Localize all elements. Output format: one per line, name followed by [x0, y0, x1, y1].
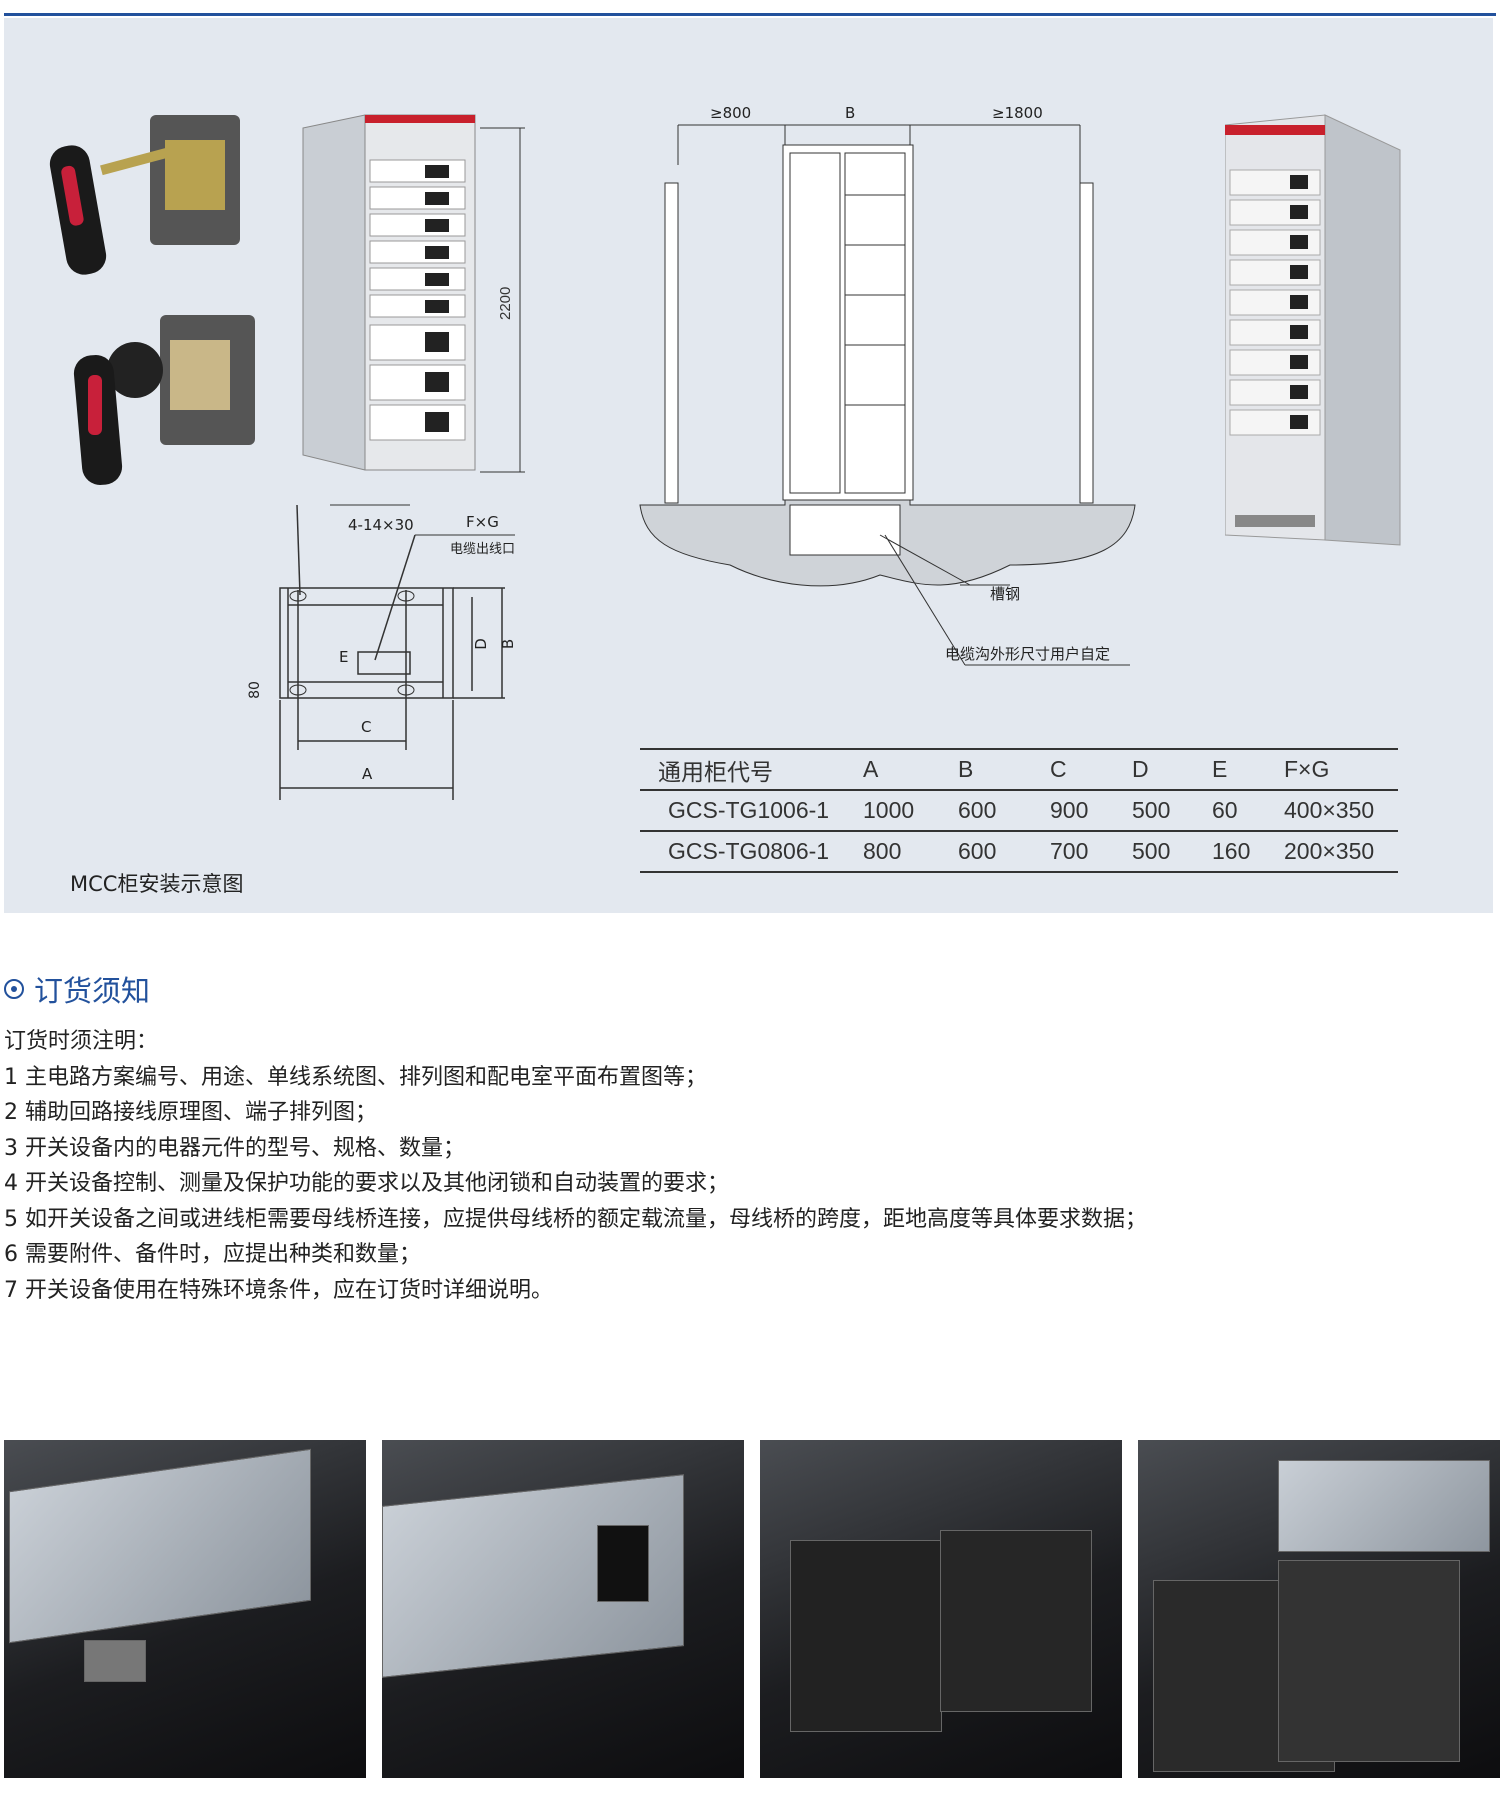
drawer-unit-photo-4	[1138, 1440, 1500, 1778]
base-plan-diagram	[279, 504, 515, 800]
cell: 160	[1212, 838, 1251, 864]
left-clearance-label: ≥800	[710, 104, 752, 122]
mcc-cabinet-perspective-image	[1225, 114, 1401, 546]
drawer-unit-photo-2	[382, 1440, 744, 1778]
cell: GCS-TG0806-1	[668, 838, 830, 864]
svg-text:2200: 2200	[497, 287, 514, 320]
cell: 400×350	[1284, 797, 1375, 823]
list-item: 6 需要附件、备件时，应提出种类和数量；	[4, 1242, 421, 1267]
dim-d-label: D	[471, 638, 490, 650]
right-clearance-label: ≥1800	[992, 104, 1043, 122]
drawer-unit-photo-1	[4, 1440, 366, 1778]
list-item: 1 主电路方案编号、用途、单线系统图、排列图和配电室平面布置图等；	[4, 1064, 707, 1090]
cell: 600	[958, 838, 997, 864]
cable-outlet-label: 电缆出线口	[450, 542, 516, 557]
col-header: F×G	[1284, 756, 1330, 782]
drawer-unit-photo-3	[760, 1440, 1122, 1778]
col-header: D	[1132, 756, 1149, 782]
cell: 500	[1132, 797, 1171, 823]
dim-b-label: B	[499, 638, 518, 650]
list-item: 7 开关设备使用在特殊环境条件，应在订货时详细说明。	[4, 1277, 553, 1303]
col-header: B	[958, 756, 974, 782]
dim-80-label: 80	[246, 681, 263, 699]
list-item: 4 开关设备控制、测量及保护功能的要求以及其他闭锁和自动装置的要求；	[4, 1171, 729, 1196]
side-section-diagram	[639, 124, 1136, 666]
list-item: 3 开关设备内的电器元件的型号、规格、数量；	[4, 1135, 465, 1161]
col-header: 通用柜代号	[658, 758, 773, 785]
cell: 200×350	[1284, 838, 1375, 864]
rotary-switch-handles-image	[49, 115, 255, 485]
dim-c-label: C	[361, 718, 372, 736]
cell: GCS-TG1006-1	[668, 797, 830, 823]
list-item: 2 辅助回路接线原理图、端子排列图；	[4, 1100, 377, 1125]
dim-e-label: E	[339, 648, 349, 666]
table-header-row: 通用柜代号 A B C D E F×G	[640, 749, 1398, 790]
cell: 800	[863, 838, 902, 864]
table-row: GCS-TG1006-1 1000 600 900 500 60 400×350	[640, 790, 1398, 831]
ordering-intro: 订货时须注明：	[4, 1029, 159, 1054]
ordering-section-heading: 订货须知	[4, 968, 150, 1010]
table-row: GCS-TG0806-1 800 600 700 500 160 200×350	[640, 831, 1398, 872]
ordering-notes: 订货时须注明： 1 主电路方案编号、用途、单线系统图、排列图和配电室平面布置图等…	[4, 1024, 1147, 1308]
top-rule	[4, 13, 1496, 16]
cable-trench-label: 电缆沟外形尺寸用户自定	[945, 645, 1111, 663]
list-item: 5 如开关设备之间或进线柜需要母线桥连接，应提供母线桥的额定载流量，母线桥的跨度…	[4, 1206, 1147, 1232]
cell: 600	[958, 797, 997, 823]
height-dimension: 2200	[497, 287, 514, 320]
target-bullet-icon	[4, 979, 24, 999]
cell: 900	[1050, 797, 1089, 823]
col-header: C	[1050, 756, 1067, 782]
cell: 60	[1212, 797, 1238, 823]
fg-label: F×G	[466, 513, 499, 531]
col-header: E	[1212, 756, 1228, 782]
dim-a-label: A	[362, 765, 373, 783]
channel-steel-label: 槽钢	[990, 585, 1021, 603]
cell: 700	[1050, 838, 1089, 864]
ordering-title: 订货须知	[34, 974, 151, 1008]
depth-label: B	[845, 104, 856, 122]
diagram-caption: MCC柜安装示意图	[70, 872, 244, 896]
cell: 500	[1132, 838, 1171, 864]
spec-table: 通用柜代号 A B C D E F×G GCS-TG1006-1 1000 60…	[640, 748, 1398, 873]
mcc-cabinet-front-image	[302, 114, 525, 473]
holes-label: 4-14×30	[348, 516, 414, 534]
col-header: A	[863, 756, 879, 782]
cell: 1000	[863, 797, 915, 823]
